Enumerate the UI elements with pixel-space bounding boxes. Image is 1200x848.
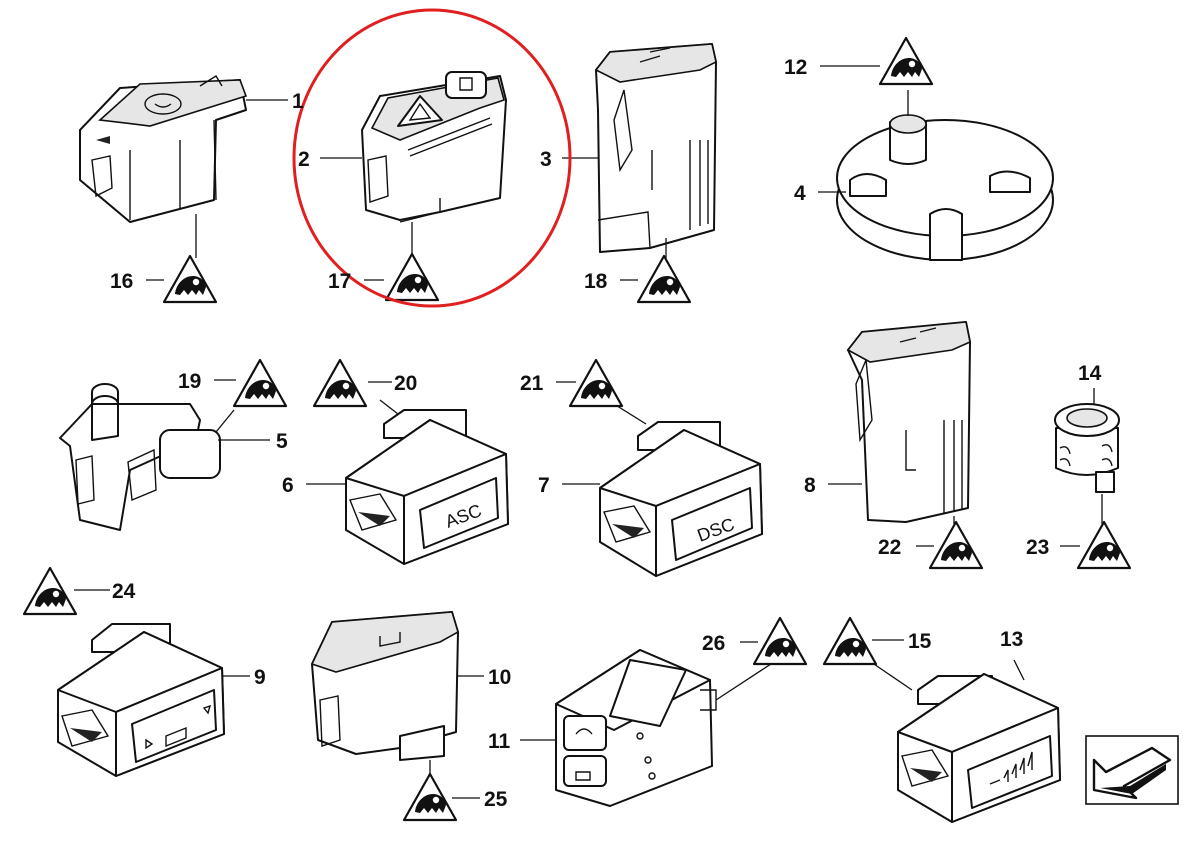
callout-13: 13 [1000, 628, 1023, 651]
warning-triangle-icon [636, 254, 692, 304]
callout-26: 26 [702, 632, 725, 655]
part-7-dsc-switch [599, 421, 763, 577]
callout-21: 21 [520, 372, 544, 395]
warning-triangle-icon [878, 36, 934, 86]
callout-14: 14 [1078, 362, 1102, 385]
callout-5: 5 [276, 430, 288, 453]
callout-4: 4 [794, 182, 806, 205]
callout-19: 19 [178, 370, 201, 393]
callout-numbers: 1 2 3 4 5 6 7 8 9 10 11 12 13 14 15 16 1… [110, 56, 1102, 811]
callout-7: 7 [538, 474, 550, 497]
part-14-lighter-socket [1054, 403, 1120, 493]
callout-12: 12 [784, 56, 807, 79]
part-2-hazard-switch [361, 71, 507, 223]
callout-1: 1 [292, 90, 304, 113]
part-3-switch-tall [594, 43, 717, 253]
callout-25: 25 [484, 788, 508, 811]
warning-triangle-icon [568, 358, 624, 408]
part-11-switch-block [555, 649, 717, 807]
part-1-switch [79, 75, 248, 223]
callout-2: 2 [298, 148, 310, 171]
warning-triangle-icon [384, 252, 440, 302]
callout-16: 16 [110, 270, 133, 293]
callout-22: 22 [878, 536, 901, 559]
callout-18: 18 [584, 270, 608, 293]
arrow-box[interactable] [1085, 735, 1179, 805]
callout-15: 15 [908, 630, 932, 653]
callout-17: 17 [328, 270, 351, 293]
arrow-icon [1092, 746, 1172, 800]
part-4-mounting-ring [836, 114, 1054, 261]
callout-9: 9 [254, 666, 266, 689]
warning-triangle-icon [312, 358, 368, 408]
callout-11: 11 [488, 730, 511, 753]
callout-24: 24 [112, 580, 136, 603]
callout-20: 20 [394, 372, 417, 395]
warning-triangle-icon [928, 520, 984, 570]
part-5-button-switch [59, 383, 221, 531]
warning-triangle-icon [22, 566, 78, 616]
highlight-ring [292, 8, 572, 308]
callout-10: 10 [488, 666, 511, 689]
callout-23: 23 [1026, 536, 1049, 559]
part-9-seat-heat-switch [57, 623, 225, 777]
callout-3: 3 [540, 148, 552, 171]
warning-triangle-icon [752, 616, 808, 666]
part-10-switch [310, 611, 459, 761]
warning-triangle-icon [232, 358, 288, 408]
part-6-asc-switch [345, 409, 509, 565]
callout-6: 6 [282, 474, 294, 497]
warning-triangle-icon [162, 254, 218, 304]
warning-triangle-icon [822, 616, 878, 666]
warning-triangle-icon [402, 772, 458, 822]
part-8-switch-tall [846, 321, 971, 523]
part-13-dimmer-switch [897, 673, 1061, 823]
warning-triangle-icon [1076, 520, 1132, 570]
callout-8: 8 [804, 474, 816, 497]
